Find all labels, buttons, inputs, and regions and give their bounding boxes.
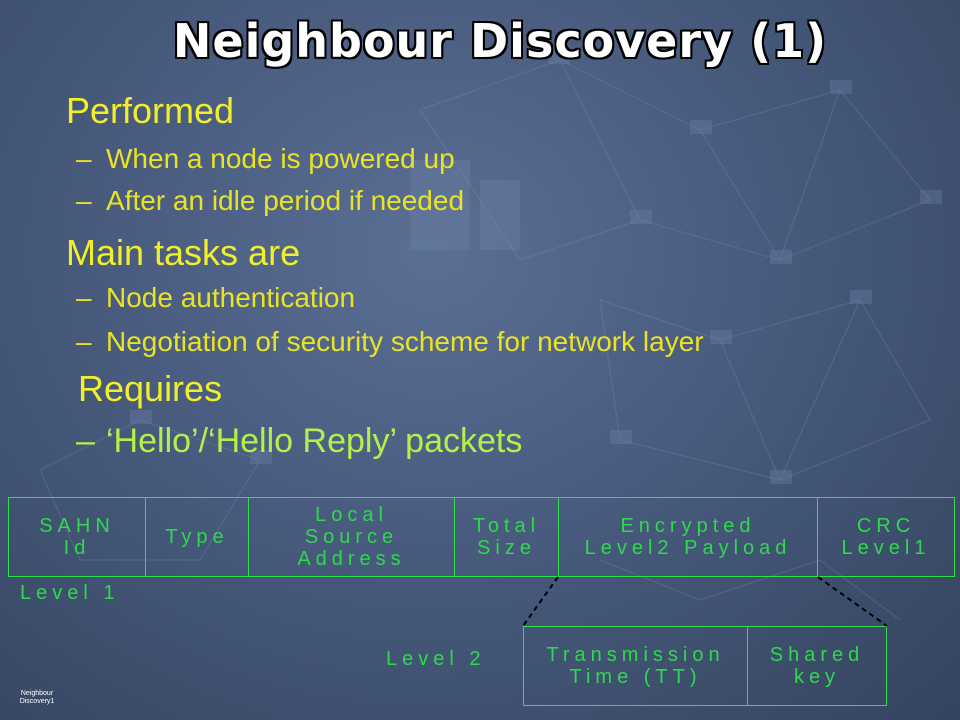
field-transmission-time: Transmission Time (TT)	[523, 626, 748, 706]
sub-bullet-powered-up: –When a node is powered up	[76, 143, 455, 174]
field-crc-level1: CRC Level1	[817, 497, 955, 577]
level-2-label: Level 2	[386, 648, 486, 670]
sub-bullet-negotiation: –Negotiation of security scheme for netw…	[76, 326, 704, 357]
field-sahn-id: SAHN Id	[8, 497, 146, 577]
field-type: Type	[145, 497, 249, 577]
slide-footer: Neighbour Discovery1	[19, 690, 55, 705]
sub-bullet-node-authentication: –Node authentication	[76, 282, 356, 313]
field-local-source-address: Local Source Address	[248, 497, 455, 577]
sub-bullet-hello-packets: –‘Hello’/‘Hello Reply’ packets	[76, 422, 523, 460]
sub-bullet-idle-period: –After an idle period if needed	[76, 185, 465, 216]
level-1-label: Level 1	[20, 582, 120, 604]
field-shared-key: Shared key	[747, 626, 887, 706]
bullet-main-tasks: Main tasks are	[66, 232, 301, 273]
field-total-size: Total Size	[454, 497, 559, 577]
field-encrypted-payload: Encrypted Level2 Payload	[558, 497, 818, 577]
bullet-requires: Requires	[78, 368, 223, 409]
slide-title: Neighbour Discovery (1)	[172, 14, 828, 68]
bullet-performed: Performed	[66, 90, 235, 131]
